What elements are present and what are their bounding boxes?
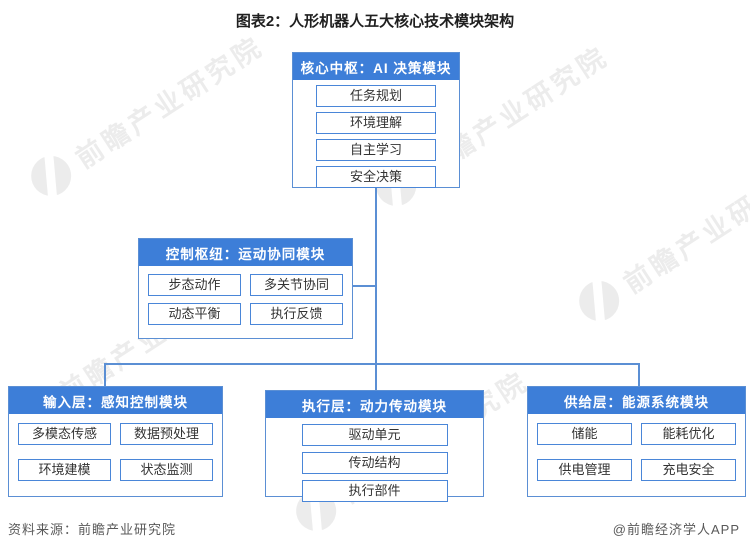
- credit-note: @前瞻经济学人APP: [612, 522, 740, 537]
- module-item: 环境理解: [316, 112, 436, 134]
- module-header: 核心中枢：AI 决策模块: [293, 53, 459, 80]
- connector-horizontal-bus: [104, 363, 639, 365]
- module-item: 储能: [537, 423, 632, 445]
- module-item: 充电安全: [641, 459, 736, 481]
- page-title: 图表2：人形机器人五大核心技术模块架构: [235, 13, 515, 30]
- qianzhan-logo-icon: [31, 148, 72, 204]
- module-item: 传动结构: [301, 452, 448, 474]
- module-item: 执行反馈: [250, 303, 343, 325]
- connector-drop-execution: [375, 363, 377, 390]
- module-header: 输入层：感知控制模块: [9, 387, 222, 414]
- watermark: 前瞻产业研究院: [22, 23, 270, 205]
- module-item: 能耗优化: [641, 423, 736, 445]
- module-item: 执行部件: [301, 480, 448, 502]
- module-item: 供电管理: [537, 459, 632, 481]
- module-power-transmission: 执行层：动力传动模块 驱动单元 传动结构 执行部件: [265, 390, 484, 502]
- module-item: 步态动作: [148, 274, 241, 296]
- source-note: 资料来源：前瞻产业研究院: [8, 522, 177, 537]
- connector-core-to-bus: [375, 188, 377, 363]
- module-header: 供给层：能源系统模块: [528, 387, 745, 414]
- module-energy-supply: 供给层：能源系统模块 储能 能耗优化 供电管理 充电安全: [527, 386, 746, 497]
- module-item: 数据预处理: [120, 423, 213, 445]
- watermark: 前瞻产业研究院: [570, 148, 750, 330]
- module-item: 安全决策: [316, 166, 436, 188]
- module-header: 控制枢纽：运动协同模块: [139, 239, 352, 266]
- module-item-grid: 储能 能耗优化 供电管理 充电安全: [528, 414, 745, 481]
- module-motion-control: 控制枢纽：运动协同模块 步态动作 多关节协同 动态平衡 执行反馈: [138, 238, 353, 339]
- connector-drop-input: [104, 363, 106, 386]
- connector-control-stub: [353, 285, 376, 287]
- module-item: 多模态传感: [18, 423, 111, 445]
- module-item: 多关节协同: [250, 274, 343, 296]
- module-item: 任务规划: [316, 85, 436, 107]
- module-item: 驱动单元: [301, 424, 448, 446]
- module-item: 状态监测: [120, 459, 213, 481]
- module-core-decision: 核心中枢：AI 决策模块 任务规划 环境理解 自主学习 安全决策: [292, 52, 460, 188]
- module-header: 执行层：动力传动模块: [266, 391, 483, 418]
- module-item-grid: 多模态传感 数据预处理 环境建模 状态监测: [9, 414, 222, 481]
- qianzhan-logo-icon: [579, 273, 620, 329]
- module-perception-input: 输入层：感知控制模块 多模态传感 数据预处理 环境建模 状态监测: [8, 386, 223, 497]
- module-item: 动态平衡: [148, 303, 241, 325]
- connector-drop-supply: [638, 363, 640, 386]
- module-item: 自主学习: [316, 139, 436, 161]
- module-item: 环境建模: [18, 459, 111, 481]
- module-item-grid: 步态动作 多关节协同 动态平衡 执行反馈: [139, 266, 352, 325]
